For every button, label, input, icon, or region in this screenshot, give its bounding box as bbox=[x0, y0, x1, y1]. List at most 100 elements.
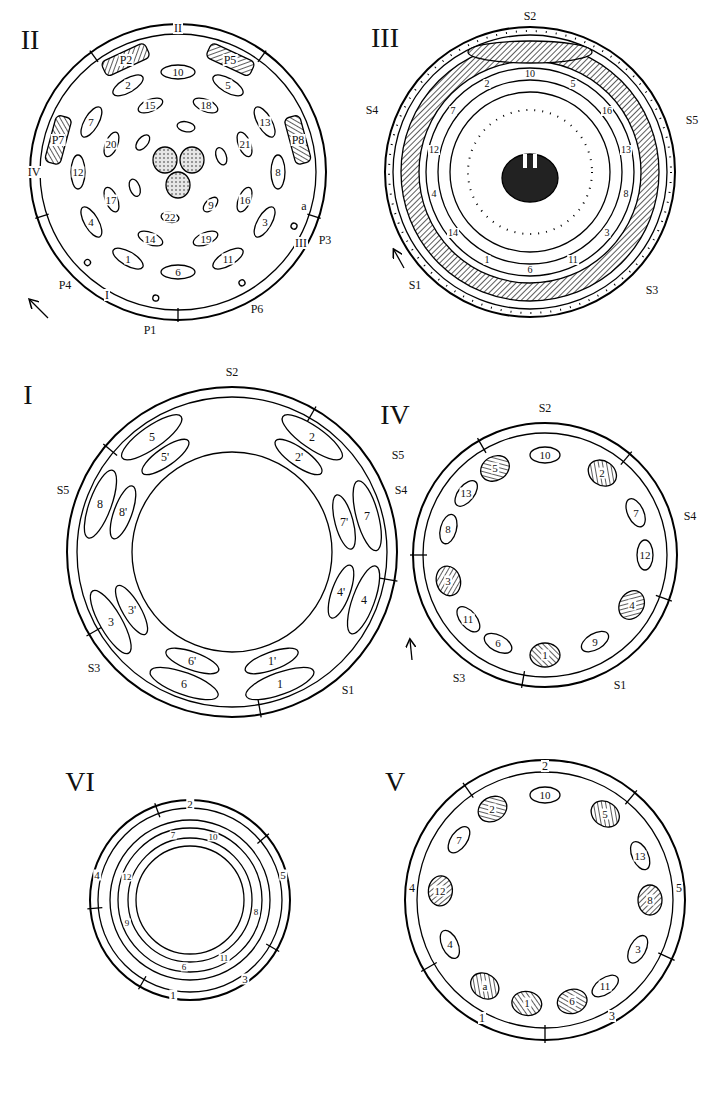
part-label: 11 bbox=[462, 614, 475, 625]
part-label: 7' bbox=[339, 516, 349, 528]
part-label: 7 bbox=[170, 831, 177, 840]
part-label: 11 bbox=[599, 981, 612, 992]
part-label: 1 bbox=[276, 678, 284, 690]
part-label: 12 bbox=[122, 873, 133, 882]
part-label: S1 bbox=[613, 679, 628, 691]
part-label: 15 bbox=[144, 100, 157, 111]
part-label: 13 bbox=[259, 117, 272, 128]
part-label: 10 bbox=[539, 450, 552, 461]
part-label: 17 bbox=[105, 195, 118, 206]
part-label: P7 bbox=[51, 134, 66, 146]
part-label: S3 bbox=[645, 284, 660, 296]
part-label: S3 bbox=[87, 662, 102, 674]
part-label: S2 bbox=[538, 402, 553, 414]
part-label: 6 bbox=[568, 996, 576, 1007]
part-label: 4 bbox=[431, 189, 438, 199]
part-label: 10 bbox=[524, 69, 536, 79]
diagram-i bbox=[67, 387, 397, 717]
part-label: 19 bbox=[200, 234, 213, 245]
part-label: 3 bbox=[604, 228, 611, 238]
part-label: 2 bbox=[186, 799, 194, 810]
part-label: 4 bbox=[87, 217, 95, 228]
part-label: 6 bbox=[494, 638, 502, 649]
part-label: S2 bbox=[523, 10, 538, 22]
part-label: 12 bbox=[72, 167, 85, 178]
part-label: 5 bbox=[675, 882, 683, 894]
part-label: S2 bbox=[225, 366, 240, 378]
part-label: a bbox=[300, 200, 307, 212]
part-label: S4 bbox=[683, 510, 698, 522]
part-label: 4 bbox=[446, 939, 454, 950]
panel-numeral: IV bbox=[379, 401, 411, 429]
part-label: 5 bbox=[279, 870, 287, 881]
part-label: 13 bbox=[620, 145, 632, 155]
part-label: 2 bbox=[308, 431, 316, 443]
part-label: 8 bbox=[646, 895, 654, 906]
part-label: 11 bbox=[222, 254, 235, 265]
part-label: 7 bbox=[87, 117, 95, 128]
part-label: P4 bbox=[58, 279, 73, 291]
part-label: 1 bbox=[523, 998, 531, 1009]
part-label: III bbox=[294, 237, 308, 249]
part-label: P8 bbox=[291, 134, 306, 146]
part-label: 7 bbox=[632, 508, 640, 519]
direction-arrow bbox=[394, 250, 404, 268]
part-label: 16 bbox=[601, 106, 613, 116]
part-label: a bbox=[482, 981, 489, 992]
direction-arrow bbox=[410, 640, 412, 660]
part-label: 3 bbox=[241, 974, 249, 985]
part-label: 4 bbox=[628, 600, 636, 611]
part-label: 8 bbox=[96, 498, 104, 510]
part-label: 5' bbox=[160, 451, 170, 463]
part-label: 6 bbox=[180, 678, 188, 690]
part-label: 13 bbox=[634, 851, 647, 862]
part-label: 8 bbox=[623, 189, 630, 199]
diagram-iii bbox=[385, 27, 675, 317]
part-label: 1 bbox=[541, 650, 549, 661]
part-label: 3 bbox=[444, 576, 452, 587]
part-label: 7 bbox=[450, 106, 457, 116]
part-label: 2' bbox=[294, 451, 304, 463]
part-label: 22 bbox=[164, 212, 177, 223]
part-label: 5 bbox=[601, 809, 609, 820]
part-label: 9 bbox=[591, 637, 599, 648]
part-label: 9 bbox=[207, 200, 215, 211]
part-label: 2 bbox=[598, 468, 606, 479]
diagram-vi bbox=[87, 800, 290, 1000]
part-label: 3 bbox=[107, 616, 115, 628]
part-label: 12 bbox=[639, 550, 652, 561]
part-label: 6 bbox=[527, 265, 534, 275]
diagram-v bbox=[405, 760, 685, 1043]
part-label: S4 bbox=[365, 104, 380, 116]
part-label: II bbox=[173, 22, 183, 34]
part-label: S1 bbox=[408, 279, 423, 291]
part-label: 11 bbox=[567, 255, 579, 265]
part-label: IV bbox=[27, 166, 42, 178]
part-label: 8 bbox=[444, 524, 452, 535]
part-label: 8 bbox=[253, 908, 260, 917]
part-label: 5 bbox=[570, 79, 577, 89]
part-label: P2 bbox=[119, 54, 134, 66]
panel-numeral: II bbox=[20, 26, 41, 54]
part-label: 4 bbox=[408, 882, 416, 894]
part-label: 6 bbox=[181, 963, 188, 972]
part-label: 20 bbox=[105, 139, 118, 150]
part-label: 1 bbox=[124, 254, 132, 265]
part-label: S3 bbox=[452, 672, 467, 684]
part-label: 5 bbox=[224, 80, 232, 91]
part-label: 16 bbox=[239, 195, 252, 206]
part-label: S1 bbox=[341, 684, 356, 696]
part-label: 10 bbox=[539, 790, 552, 801]
part-label: 2 bbox=[484, 79, 491, 89]
part-label: S5 bbox=[56, 484, 71, 496]
part-label: 3 bbox=[608, 1010, 616, 1022]
panel-numeral: III bbox=[370, 24, 400, 52]
part-label: 10 bbox=[208, 833, 219, 842]
part-label: 2 bbox=[124, 80, 132, 91]
part-label: 18 bbox=[200, 100, 213, 111]
part-label: 8' bbox=[118, 506, 128, 518]
part-label: 4 bbox=[360, 594, 368, 606]
part-label: 12 bbox=[428, 145, 440, 155]
